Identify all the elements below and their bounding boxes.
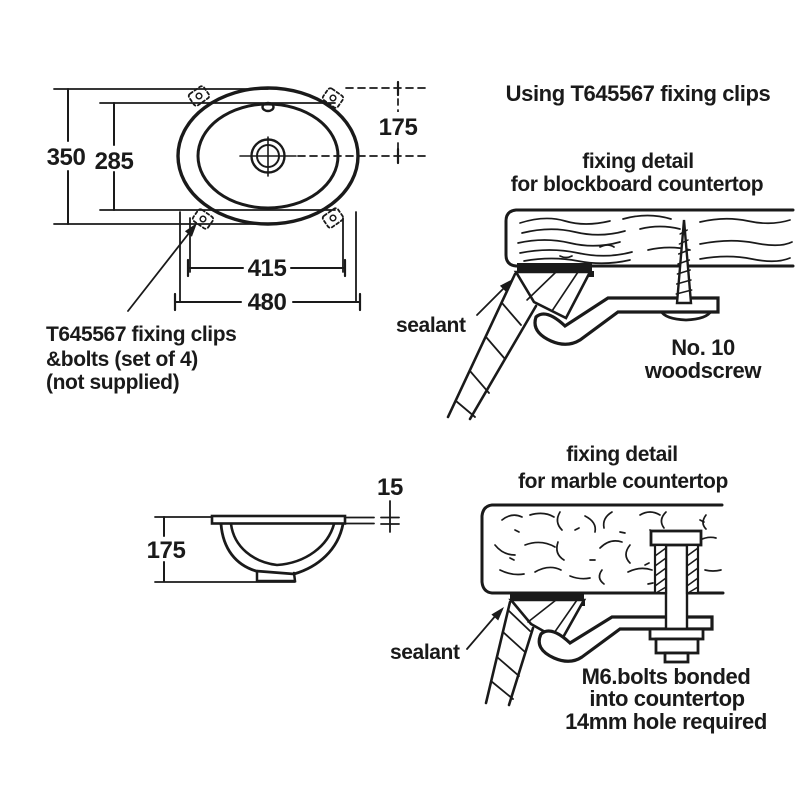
basin-wall-inner [507, 626, 535, 707]
fixing-clip-icon [187, 85, 211, 107]
dim-label-175-offset: 175 [379, 114, 418, 141]
sealant-pointer-arrow [476, 285, 507, 316]
bowl-outer-wall [219, 522, 345, 576]
marble-detail [466, 503, 725, 707]
dim-label-15: 15 [377, 474, 403, 501]
bolt-label-line2: into countertop [589, 686, 744, 711]
dim-label-285: 285 [95, 148, 134, 175]
basin-rim-section [210, 514, 347, 525]
clip-note-line2: &bolts (set of 4) [46, 348, 198, 371]
arrowhead [491, 607, 504, 621]
woodscrew-label-line2: woodscrew [644, 358, 762, 383]
overflow-hole [261, 101, 275, 113]
woodscrew-threads [675, 229, 693, 295]
marble-title-line2: for marble countertop [518, 470, 728, 493]
page-title: Using T645567 fixing clips [506, 81, 771, 106]
blockboard-countertop [504, 208, 795, 268]
basin-wall-outer [446, 272, 517, 419]
arrowhead [499, 279, 513, 293]
sealant-strip [517, 263, 592, 271]
basin-wall-inner [468, 304, 538, 421]
fixing-clip-icon [191, 208, 215, 230]
dim-label-350: 350 [47, 144, 86, 171]
label-mask [376, 112, 420, 140]
blockboard-title-line1: fixing detail [582, 150, 693, 173]
sealant-label-bottom: sealant [390, 641, 460, 664]
marble-title-line1: fixing detail [566, 443, 677, 466]
clip-note-line1: T645567 fixing clips [46, 323, 236, 346]
basin-rim-section [513, 270, 593, 320]
basin-wall-outer [484, 600, 512, 705]
bolt-label-line1: M6.bolts bonded [582, 664, 751, 689]
bonded-sleeve-right [685, 543, 700, 595]
dim-label-415: 415 [248, 255, 287, 282]
bonded-sleeve-left [653, 543, 668, 595]
bolt-end [663, 651, 690, 664]
woodscrew-label-line1: No. 10 [671, 335, 735, 360]
hatch-line [526, 271, 557, 301]
bolt-shaft-mask [665, 545, 688, 629]
bolt-nut [654, 637, 700, 655]
bolt-cap [649, 529, 703, 547]
bowl-foot [255, 569, 297, 583]
dim-label-175-depth: 175 [147, 537, 186, 564]
sealant-label-top: sealant [396, 314, 466, 337]
front-view [154, 500, 400, 583]
basin-wall-hatch [490, 609, 531, 700]
bolt-washer [648, 627, 705, 641]
basin-wall-hatch [455, 302, 522, 418]
bolt-label-line3: 14mm hole required [565, 709, 767, 734]
wood-grain-texture [517, 214, 793, 265]
hatch-line [527, 599, 557, 623]
blockboard-title-line2: for blockboard countertop [511, 173, 764, 196]
fixing-clip-section [533, 296, 720, 346]
plan-view [53, 80, 429, 312]
clip-note-line3: (not supplied) [46, 371, 179, 394]
clip-pointer-arrow [127, 227, 194, 312]
bowl-inner-wall [229, 522, 336, 567]
dim-label-480: 480 [248, 289, 287, 316]
fixing-clip-icon [321, 87, 345, 109]
sealant-pointer-arrow [466, 613, 498, 650]
hatch-line [551, 599, 578, 637]
blockboard-detail [446, 208, 795, 421]
marble-countertop [480, 503, 725, 595]
fixing-clip-icon [321, 207, 345, 229]
sealant-strip [510, 593, 584, 600]
hatch-line [551, 271, 579, 312]
marble-vein-texture [494, 511, 722, 585]
arrowhead [184, 223, 197, 237]
